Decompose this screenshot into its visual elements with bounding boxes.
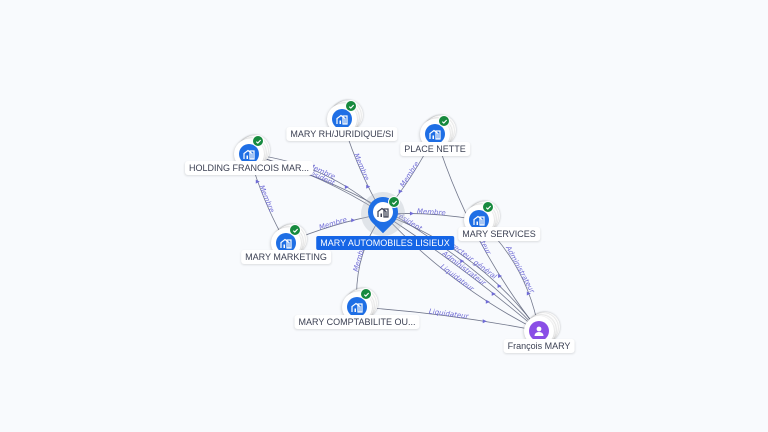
company-building-icon [425,124,445,144]
edge-arrow-icon [366,184,371,189]
edge-label: Membre [257,184,275,214]
company-building-icon [347,297,367,317]
edge-label: Membre [417,207,446,217]
edge-arrow-icon [526,291,531,296]
edge-arrow-icon [485,299,490,304]
company-building-icon [373,202,393,222]
company-building-icon [332,109,352,129]
node-label[interactable]: MARY MARKETING [241,250,331,264]
verified-check-icon [388,196,400,208]
edge-arrow-icon [482,319,487,324]
node-label[interactable]: MARY COMPTABILITE OU... [294,315,420,329]
edge-arrow-icon [497,284,502,289]
company-building-icon [469,210,489,230]
person-icon [529,321,549,341]
edge-arrow-icon [409,211,414,216]
edge-directeur-g-n-ral [382,213,540,332]
edge-arrow-icon [255,179,260,184]
edge-label: Membre [399,160,421,189]
edge-label: Membre [318,216,348,232]
edge-arrow-icon [344,184,349,189]
verified-check-icon [252,135,264,147]
verified-check-icon [438,115,450,127]
edge-liquidateur [356,306,540,332]
verified-check-icon [345,100,357,112]
node-label[interactable]: MARY SERVICES [458,227,540,241]
node-label[interactable]: PLACE NETTE [400,142,470,156]
node-label[interactable]: François MARY [503,339,575,353]
edge-label: Membre [352,152,371,182]
edge-arrow-icon [491,291,496,296]
verified-check-icon [360,288,372,300]
edge-label: Administrateur [504,244,537,296]
center-node-label[interactable]: MARY AUTOMOBILES LISIEUX [316,236,454,250]
edge-administrateur [382,213,540,332]
edge-liquidateur [382,213,540,332]
verified-check-icon [289,224,301,236]
edge-arrow-icon [498,273,503,278]
node-label[interactable]: MARY RH/JURIDIQUE/SI [286,127,398,141]
edge-arrow-icon [398,189,403,194]
verified-check-icon [482,201,494,213]
company-building-icon [276,233,296,253]
company-building-icon [239,144,259,164]
node-label[interactable]: HOLDING FRANCOIS MAR... [184,161,314,175]
edge-arrow-icon [460,259,465,264]
edge-arrow-icon [351,218,356,223]
edge-label: Liquidateur [428,307,470,320]
